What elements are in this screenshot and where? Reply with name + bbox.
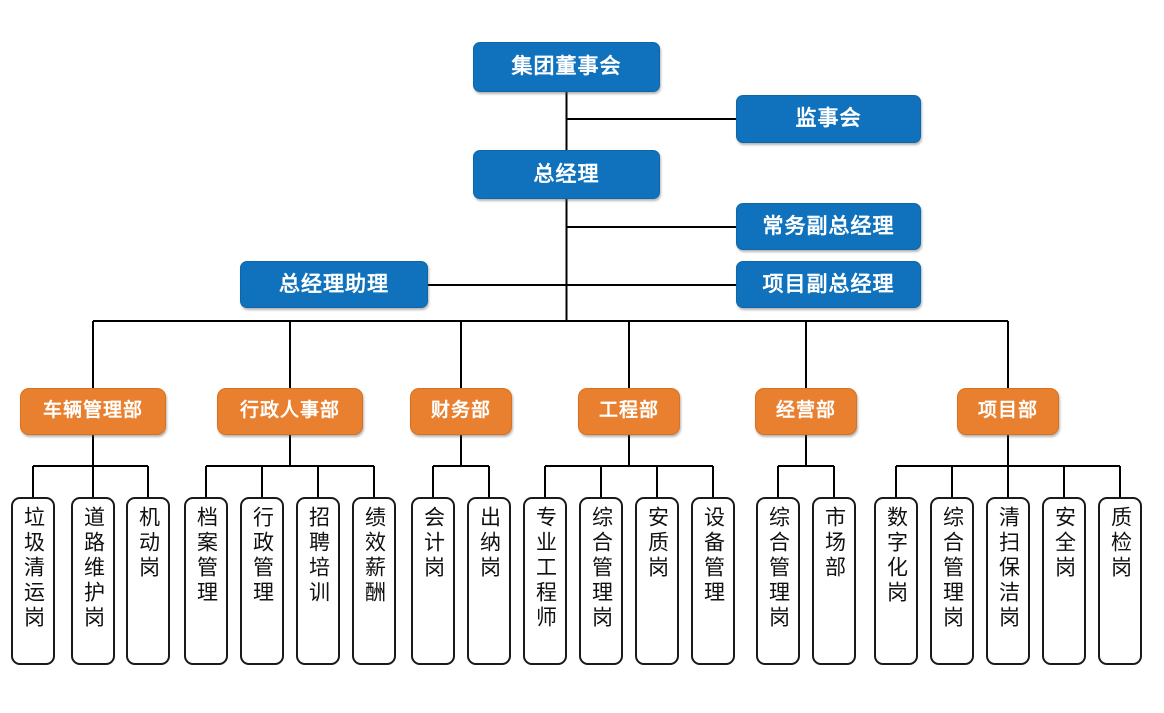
post-label: 垃圾清运岗	[21, 506, 45, 631]
department-vehicle[interactable]: 车辆管理部	[20, 388, 166, 435]
post-label: 机动岗	[136, 506, 160, 581]
post-label: 绩效薪酬	[362, 506, 386, 606]
post-box[interactable]: 绩效薪酬	[352, 497, 396, 665]
post-label: 综合管理岗	[766, 506, 790, 631]
post-box[interactable]: 行政管理	[240, 497, 284, 665]
post-label: 数字化岗	[884, 506, 908, 606]
post-label: 行政管理	[250, 506, 274, 606]
post-box[interactable]: 综合管理岗	[579, 497, 623, 665]
post-box[interactable]: 安质岗	[635, 497, 679, 665]
department-label: 财务部	[430, 400, 491, 422]
node-label: 总经理助理	[279, 272, 389, 296]
post-box[interactable]: 专业工程师	[523, 497, 567, 665]
post-box[interactable]: 设备管理	[691, 497, 735, 665]
node-supervisory-board[interactable]: 监事会	[736, 95, 921, 143]
post-label: 清扫保洁岗	[996, 506, 1020, 631]
department-project[interactable]: 项目部	[957, 388, 1059, 435]
post-label: 道路维护岗	[81, 506, 105, 631]
post-box[interactable]: 综合管理岗	[930, 497, 974, 665]
post-box[interactable]: 清扫保洁岗	[986, 497, 1030, 665]
node-general-manager[interactable]: 总经理	[473, 150, 660, 199]
post-label: 质检岗	[1108, 506, 1132, 581]
node-board-of-directors[interactable]: 集团董事会	[473, 42, 660, 92]
department-label: 车辆管理部	[42, 400, 143, 422]
post-box[interactable]: 综合管理岗	[756, 497, 800, 665]
post-box[interactable]: 垃圾清运岗	[11, 497, 55, 665]
post-box[interactable]: 档案管理	[184, 497, 228, 665]
post-label: 会计岗	[421, 506, 445, 581]
department-label: 工程部	[598, 400, 659, 422]
post-box[interactable]: 机动岗	[126, 497, 170, 665]
department-label: 项目部	[977, 400, 1038, 422]
post-label: 设备管理	[701, 506, 725, 606]
post-label: 安全岗	[1052, 506, 1076, 581]
node-executive-deputy-general-manager[interactable]: 常务副总经理	[736, 203, 921, 250]
node-label: 监事会	[795, 107, 862, 131]
post-box[interactable]: 出纳岗	[467, 497, 511, 665]
post-box[interactable]: 安全岗	[1042, 497, 1086, 665]
node-label: 常务副总经理	[762, 214, 895, 238]
department-finance[interactable]: 财务部	[410, 388, 512, 435]
post-box[interactable]: 道路维护岗	[71, 497, 115, 665]
post-box[interactable]: 质检岗	[1098, 497, 1142, 665]
post-label: 综合管理岗	[589, 506, 613, 631]
department-engineering[interactable]: 工程部	[578, 388, 680, 435]
post-box[interactable]: 市场部	[812, 497, 856, 665]
post-box[interactable]: 会计岗	[411, 497, 455, 665]
post-label: 市场部	[822, 506, 846, 581]
post-box[interactable]: 数字化岗	[874, 497, 918, 665]
node-project-deputy-general-manager[interactable]: 项目副总经理	[736, 261, 921, 308]
department-label: 经营部	[775, 400, 836, 422]
post-label: 招聘培训	[306, 506, 330, 606]
post-box[interactable]: 招聘培训	[296, 497, 340, 665]
node-label: 集团董事会	[511, 55, 622, 79]
node-general-manager-assistant[interactable]: 总经理助理	[240, 261, 428, 308]
post-label: 出纳岗	[477, 506, 501, 581]
node-label: 项目副总经理	[762, 272, 895, 296]
department-operations[interactable]: 经营部	[755, 388, 857, 435]
post-label: 专业工程师	[533, 506, 557, 631]
department-admin-hr[interactable]: 行政人事部	[217, 388, 363, 435]
post-label: 安质岗	[645, 506, 669, 581]
department-label: 行政人事部	[239, 400, 340, 422]
node-label: 总经理	[533, 162, 600, 186]
post-label: 档案管理	[194, 506, 218, 606]
post-label: 综合管理岗	[940, 506, 964, 631]
